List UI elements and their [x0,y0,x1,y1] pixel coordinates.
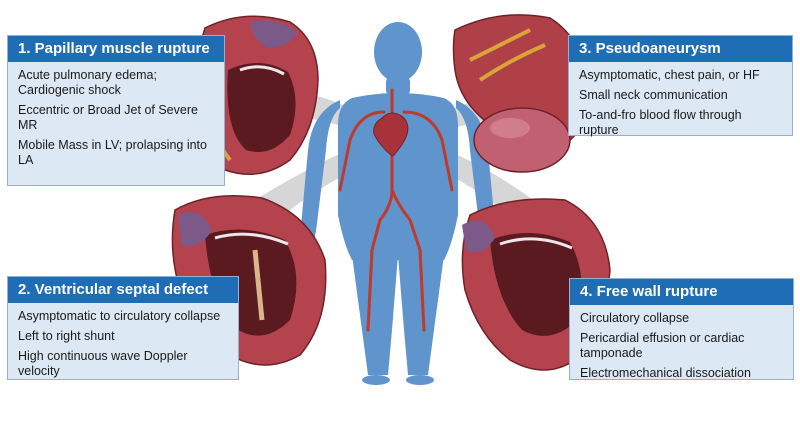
heart-illustration-icon [373,112,409,157]
heart-illustration-1 [196,15,319,175]
artery-right-leg [390,188,426,332]
heart-1-atrium [250,20,298,48]
papillary-muscle-rupture-box: 1. Papillary muscle rupture Acute pulmon… [7,35,225,186]
free-wall-rupture-box: 4. Free wall rupture Circulatory collaps… [569,278,794,380]
free-wall-rupture-title: 4. Free wall rupture [570,279,793,305]
heart-1-valve [239,65,285,76]
small-heart [373,112,409,157]
heart-2-valve [214,232,289,246]
heart-3-aneurysm-highlight [490,118,530,138]
heart-1-chamber [227,62,296,153]
list-item: Small neck communication [579,88,728,102]
artery-right-arm [402,110,454,192]
pseudoaneurysm-title: 3. Pseudoaneurysm [569,36,792,62]
heart-4-valve [499,237,573,250]
list-item: Eccentric or Broad Jet of Severe MR [18,103,198,132]
body-right-leg [398,255,444,375]
list-item: Acute pulmonary edema; Cardiogenic shock [18,68,157,97]
body-head [374,22,422,82]
ventricular-septal-defect-box: 2. Ventricular septal defect Asymptomati… [7,276,239,380]
free-wall-rupture-list: Circulatory collapse Pericardial effusio… [570,305,793,390]
ventricular-septal-defect-title: 2. Ventricular septal defect [8,277,238,303]
body-left-leg [352,255,398,375]
pseudoaneurysm-box: 3. Pseudoaneurysm Asymptomatic, chest pa… [568,35,793,137]
body-torso [338,93,458,260]
heart-2-atrium [178,212,212,246]
papillary-muscle-rupture-title: 1. Papillary muscle rupture [8,36,224,62]
heart-3-aneurysm [473,107,571,173]
list-item: Pericardial effusion or cardiac tamponad… [580,331,745,360]
papillary-muscle-rupture-list: Acute pulmonary edema; Cardiogenic shock… [8,62,224,177]
pseudoaneurysm-list: Asymptomatic, chest pain, or HF Small ne… [569,62,792,147]
heart-4-atrium [462,220,495,253]
body-right-foot [406,375,434,385]
heart-3-vessels [469,28,546,82]
heart-2-septum [252,249,265,321]
list-item: Mobile Mass in LV; prolapsing into LA [18,138,207,167]
list-item: To-and-fro blood flow through rupture [579,108,742,137]
list-item: Left to right shunt [18,329,115,343]
list-item: High continuous wave Doppler velocity [18,349,188,378]
list-item: Circulatory collapse [580,311,690,325]
artery-left-arm [338,110,386,192]
heart-illustration-3 [452,14,589,173]
vascular-system [338,88,454,332]
ventricular-septal-defect-list: Asymptomatic to circulatory collapse Lef… [8,303,238,388]
body-left-foot [362,375,390,385]
list-item: Asymptomatic, chest pain, or HF [579,68,760,82]
list-item: Electromechanical dissociation [580,366,751,380]
heart-4-chamber [490,232,582,336]
list-item: Asymptomatic to circulatory collapse [18,309,221,323]
